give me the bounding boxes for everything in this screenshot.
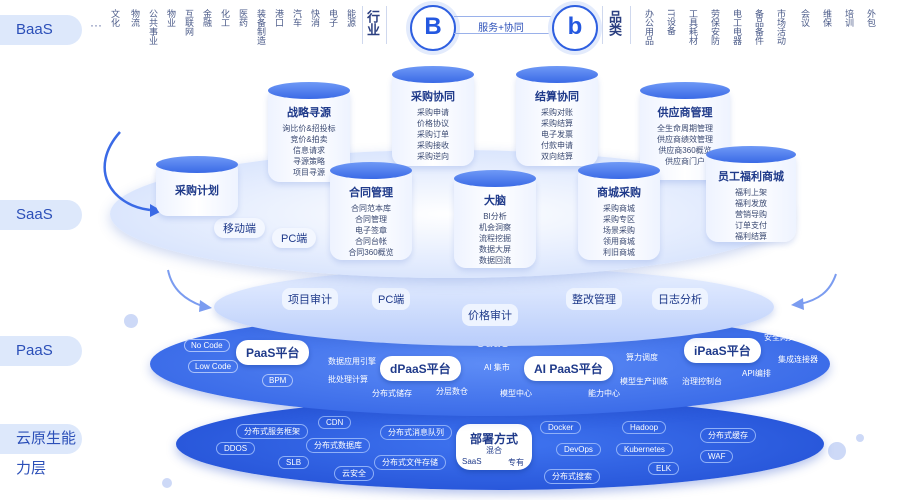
decor-bubble <box>856 434 864 442</box>
decor-bubble <box>124 314 138 328</box>
industry-item: 快消 <box>310 9 320 27</box>
layer-label-saas: SaaS <box>0 200 82 230</box>
paas-item: 批处理计算 <box>328 375 368 384</box>
cloud-item: SLB <box>278 456 310 469</box>
cloud-item: WAF <box>700 450 734 463</box>
decor-bubble <box>828 442 846 460</box>
industry-item: 化工 <box>220 9 230 27</box>
paas-item: BPM <box>262 374 294 387</box>
mid-chip: 项目审计 <box>282 288 338 310</box>
layer-label-paas: PaaS <box>0 336 82 366</box>
cloud-item: 分布式数据库 <box>306 438 370 453</box>
paas-item: 安全网关 <box>764 333 796 342</box>
industry-item: 物流 <box>130 9 140 27</box>
category-item: 备品备件 <box>754 9 764 45</box>
baas-row: ··· 文化 物流 公共事业 物业 互联网 金融 化工 医药 装备制造 港口 汽… <box>84 4 892 51</box>
aipaas-platform: AI PaaS平台 <box>524 356 613 381</box>
category-item: 办公用品 <box>644 9 654 45</box>
cloud-item: Docker <box>540 421 582 434</box>
dpaas-platform: dPaaS平台 <box>380 356 461 381</box>
module-employee-welfare-mall: 员工福利商城 福利上架 福利发放 营销导购 订单支付 福利结算 <box>706 146 796 242</box>
industry-group-label: 行业 <box>365 10 380 36</box>
paas-item: 能力中心 <box>588 389 620 398</box>
industry-item: 汽车 <box>292 9 302 27</box>
industry-item: 能源 <box>346 9 356 27</box>
industry-item: 公共事业 <box>148 9 158 45</box>
industry-item: 医药 <box>238 9 248 27</box>
mid-chip: 整改管理 <box>566 288 622 310</box>
service-collaboration-label: 服务+协同 <box>478 23 524 34</box>
module-contract-management: 合同管理 合同范本库 合同管理 电子签章 合同台帐 合同360概览 <box>330 162 412 260</box>
category-item: IT设备 <box>666 9 676 35</box>
industry-item: 物业 <box>166 9 176 27</box>
paas-item: 分布式储存 <box>372 389 412 398</box>
cloud-item: 分布式搜索 <box>544 469 600 484</box>
category-group-label: 品类 <box>607 10 622 36</box>
deployment-mode-title: 部署方式 <box>469 432 518 446</box>
deploy-option-private: 专有 <box>508 458 524 467</box>
cloud-item: Kubernetes <box>616 443 673 456</box>
industry-item: 电子 <box>328 9 338 27</box>
layer-label-cloud-native: 云原生能力层 <box>0 424 82 477</box>
ipaas-platform: iPaaS平台 <box>684 338 761 363</box>
paas-item: 集成连接器 <box>778 355 818 364</box>
layer-label-baas: BaaS <box>0 15 82 45</box>
paas-item: 分层数仓 <box>436 387 468 396</box>
cloud-item: 分布式缓存 <box>700 428 756 443</box>
category-item: 维保 <box>822 9 832 27</box>
cloud-item: Hadoop <box>622 421 667 434</box>
category-item: 电工电器 <box>732 9 742 45</box>
paas-item: 治理控制台 <box>682 377 722 386</box>
business-b-circle: b <box>552 5 598 51</box>
paas-item: Low Code <box>188 360 239 373</box>
industry-item: 港口 <box>274 9 284 27</box>
paas-platform: PaaS平台 <box>236 340 310 365</box>
category-item: 会议 <box>800 9 810 27</box>
cloud-item: ELK <box>648 462 680 475</box>
module-mall-procurement: 商城采购 采购商城 采购专区 场景采购 领用商城 利旧商城 <box>578 162 660 260</box>
paas-item: 模型中心 <box>500 389 532 398</box>
cloud-item: DDOS <box>216 442 256 455</box>
category-item: 外包 <box>866 9 876 27</box>
module-procurement-plan: 采购计划 <box>156 156 238 216</box>
module-procurement-collab: 采购协同 采购申请 价格协议 采购订单 采购接收 采购逆向 <box>392 66 474 166</box>
paas-item: 数据应用引擎 <box>328 357 376 366</box>
deploy-option-saas: SaaS <box>462 457 482 466</box>
industry-item: 装备制造 <box>256 9 266 45</box>
paas-item: API编排 <box>742 369 771 378</box>
cloud-item: 分布式服务框架 <box>236 424 308 439</box>
mid-chip: 价格审计 <box>462 304 518 326</box>
module-settlement-collab: 结算协同 采购对账 采购结算 电子发票 付款申请 双向结算 <box>516 66 598 166</box>
decor-bubble <box>162 478 172 488</box>
mid-chip: PC端 <box>372 288 411 310</box>
business-B-circle: B <box>410 5 456 51</box>
category-item: 工具耗材 <box>688 9 698 45</box>
industry-item: 金融 <box>202 9 212 27</box>
paas-item: 模型生产训练 <box>620 377 668 386</box>
chip-mobile: 移动端 <box>214 218 265 238</box>
paas-item: 算力调度 <box>626 353 658 362</box>
cloud-item: 分布式文件存储 <box>374 455 446 470</box>
cloud-item: DevOps <box>556 443 601 456</box>
deployment-mode-box: 部署方式 混合 SaaS 专有 <box>456 424 532 470</box>
cloud-item: 云安全 <box>334 466 374 481</box>
module-strategic-sourcing: 战略寻源 询比价&招投标 竞价&拍卖 信息请求 寻源策略 项目寻源 <box>268 82 350 182</box>
category-item: 市场活动 <box>776 9 786 45</box>
module-brain: 大脑 BI分析 机会洞察 流程挖掘 数据大屏 数据回流 <box>454 170 536 268</box>
deploy-option-hybrid: 混合 <box>486 446 502 455</box>
industry-item: 文化 <box>110 9 120 27</box>
cloud-item: 分布式消息队列 <box>380 425 452 440</box>
category-item: 培训 <box>844 9 854 27</box>
cloud-item: CDN <box>318 416 352 429</box>
category-item: 劳保安防 <box>710 9 720 45</box>
paas-item: No Code <box>184 339 230 352</box>
mid-chip: 日志分析 <box>652 288 708 310</box>
paas-item: AI 集市 <box>484 363 510 372</box>
ellipsis-left: ··· <box>90 18 102 32</box>
industry-item: 互联网 <box>184 9 194 36</box>
chip-pc: PC端 <box>272 228 317 248</box>
